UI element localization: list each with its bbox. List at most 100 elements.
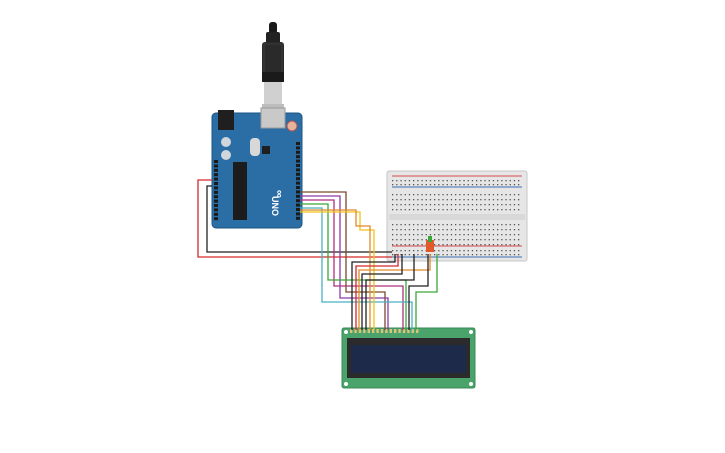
hole — [518, 199, 520, 201]
hole — [421, 229, 423, 231]
hole — [396, 194, 398, 196]
wire-lcd-rw[interactable] — [361, 254, 403, 330]
hole — [429, 180, 432, 182]
arduino-board[interactable]: ∞ UNO — [211, 107, 303, 229]
hole — [497, 234, 499, 236]
hole — [400, 239, 402, 241]
hole — [505, 199, 507, 201]
hole — [425, 229, 427, 231]
hole — [471, 234, 474, 236]
hole — [450, 199, 453, 201]
hole — [442, 184, 444, 186]
hole — [400, 250, 402, 252]
hole — [513, 244, 516, 246]
hole — [455, 209, 457, 211]
hole — [455, 239, 457, 241]
hole — [488, 209, 490, 211]
hole — [463, 250, 465, 252]
hole — [497, 244, 499, 246]
hole — [396, 209, 398, 211]
hole — [484, 229, 486, 231]
header-pin — [296, 168, 300, 172]
wire-gnd[interactable] — [206, 185, 392, 253]
hole — [446, 180, 448, 182]
wire-lcd-a[interactable] — [415, 254, 438, 330]
reset-button[interactable] — [286, 120, 298, 132]
hole — [463, 224, 465, 226]
hole — [446, 239, 448, 241]
hole — [400, 194, 402, 196]
usb-cable[interactable] — [262, 22, 284, 116]
center-channel — [389, 214, 525, 220]
hole — [513, 234, 516, 236]
hole — [476, 184, 478, 186]
header-pin — [296, 142, 300, 145]
hole — [513, 204, 516, 206]
hole — [438, 204, 440, 206]
hole — [488, 239, 490, 241]
hole — [501, 204, 503, 206]
hole — [509, 199, 511, 201]
header-pin — [296, 172, 300, 176]
hole — [425, 204, 427, 206]
wire-5v[interactable] — [197, 179, 392, 258]
lcd-pin — [416, 329, 419, 333]
potentiometer[interactable] — [426, 236, 434, 252]
hole — [497, 229, 499, 231]
header-pin — [214, 177, 218, 181]
hole — [463, 199, 465, 201]
hole — [425, 180, 427, 182]
wires[interactable] — [197, 179, 438, 330]
wire-d3[interactable] — [300, 207, 413, 330]
header-pin — [214, 173, 218, 177]
header-pin — [214, 190, 218, 194]
hole — [417, 229, 419, 231]
wire-lcd-k[interactable] — [365, 254, 415, 330]
wire-lcd-v0[interactable] — [358, 254, 431, 330]
wire-d12[interactable] — [300, 191, 386, 330]
wire-d2[interactable] — [300, 211, 375, 330]
wire-d4[interactable] — [300, 203, 407, 330]
hole — [492, 194, 495, 196]
hole — [450, 229, 453, 231]
wire-d11[interactable] — [300, 195, 389, 330]
wire-d5[interactable] — [300, 199, 404, 330]
hole — [425, 199, 427, 201]
wire-rs[interactable] — [300, 209, 371, 330]
hole — [484, 250, 486, 252]
lcd-display[interactable] — [341, 327, 476, 389]
hole — [417, 209, 419, 211]
hole — [455, 229, 457, 231]
hole — [434, 234, 436, 236]
crystal — [250, 138, 260, 156]
wire-lcd-gnd2[interactable] — [408, 254, 429, 330]
hole — [421, 244, 423, 246]
hole — [518, 204, 520, 206]
usb-port — [260, 107, 286, 129]
hole — [492, 199, 495, 201]
hole — [396, 250, 398, 252]
hole — [455, 244, 457, 246]
hole — [518, 254, 520, 256]
hole — [467, 224, 469, 226]
hole — [417, 234, 419, 236]
hole — [497, 194, 499, 196]
hole — [492, 239, 495, 241]
hole — [455, 199, 457, 201]
hole — [459, 194, 461, 196]
lcd-pin — [407, 329, 410, 333]
hole — [455, 194, 457, 196]
hole — [450, 180, 453, 182]
hole — [484, 204, 486, 206]
hole — [413, 234, 415, 236]
hole — [505, 209, 507, 211]
hole — [417, 244, 419, 246]
hole — [400, 199, 402, 201]
hole — [509, 229, 511, 231]
hole — [425, 239, 427, 241]
hole — [392, 254, 394, 256]
wire-lcd-vss[interactable] — [351, 254, 396, 330]
breadboard[interactable] — [386, 170, 528, 262]
wire-lcd-vdd[interactable] — [355, 254, 399, 330]
